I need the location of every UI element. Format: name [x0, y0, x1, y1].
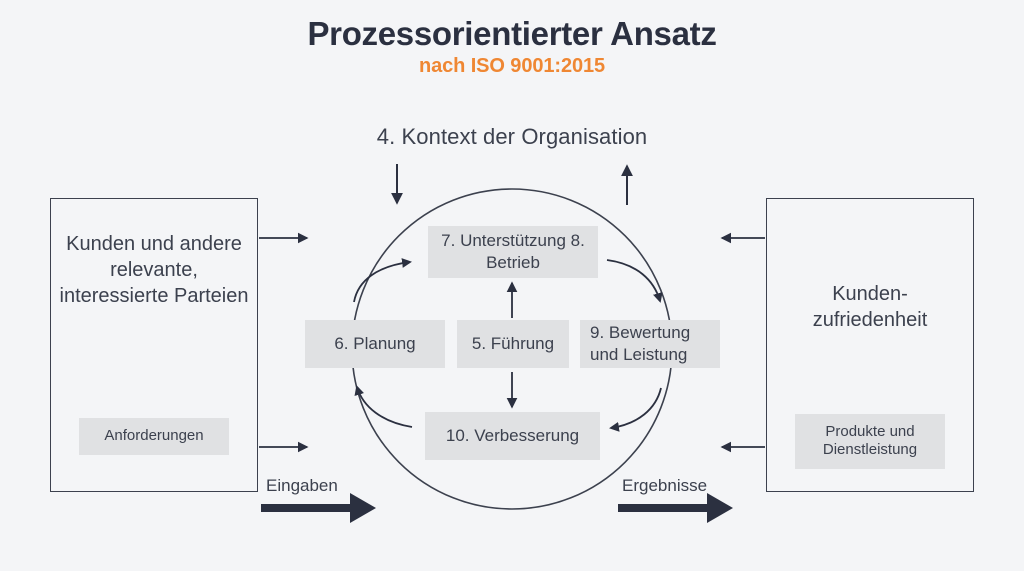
customer-satisfaction-box: Kunden- zufriedenheit Produkte und Diens…	[766, 198, 974, 492]
label-ergebnisse: Ergebnisse	[622, 476, 708, 495]
chip-support-operation: 7. Unterstützung 8. Betrieb	[428, 226, 598, 278]
chip-performance-evaluation: 9. Bewertung und Leistung	[580, 320, 720, 368]
page-title: Prozessorientierter Ansatz	[307, 15, 717, 52]
requirements-chip: Anforderungen	[79, 418, 229, 455]
planning-to-support-curve	[353, 258, 412, 303]
chip-leadership: 5. Führung	[457, 320, 569, 368]
products-services-chip: Produkte und Dienstleistung	[795, 413, 945, 469]
page-subtitle: nach ISO 9001:2015	[418, 54, 606, 77]
context-label: 4. Kontext der Organisation	[376, 124, 648, 149]
eingaben-thick-arrow	[261, 493, 376, 523]
interested-parties-title: Kunden und andere relevante, interessier…	[59, 233, 249, 307]
chip-planning: 6. Planung	[305, 320, 445, 368]
improvement-to-planning-curve	[354, 385, 413, 428]
title-block: Prozessorientierter Ansatz nach ISO 9001…	[0, 15, 1024, 78]
customer-satisfaction-title: Kunden- zufriedenheit	[812, 283, 928, 331]
label-eingaben: Eingaben	[266, 476, 338, 495]
chip-improvement: 10. Verbesserung	[425, 412, 600, 460]
support-to-evaluation-curve	[606, 259, 663, 303]
interested-parties-box: Kunden und andere relevante, interessier…	[50, 198, 258, 492]
evaluation-to-improvement-curve	[609, 387, 662, 432]
ergebnisse-thick-arrow	[618, 493, 733, 523]
